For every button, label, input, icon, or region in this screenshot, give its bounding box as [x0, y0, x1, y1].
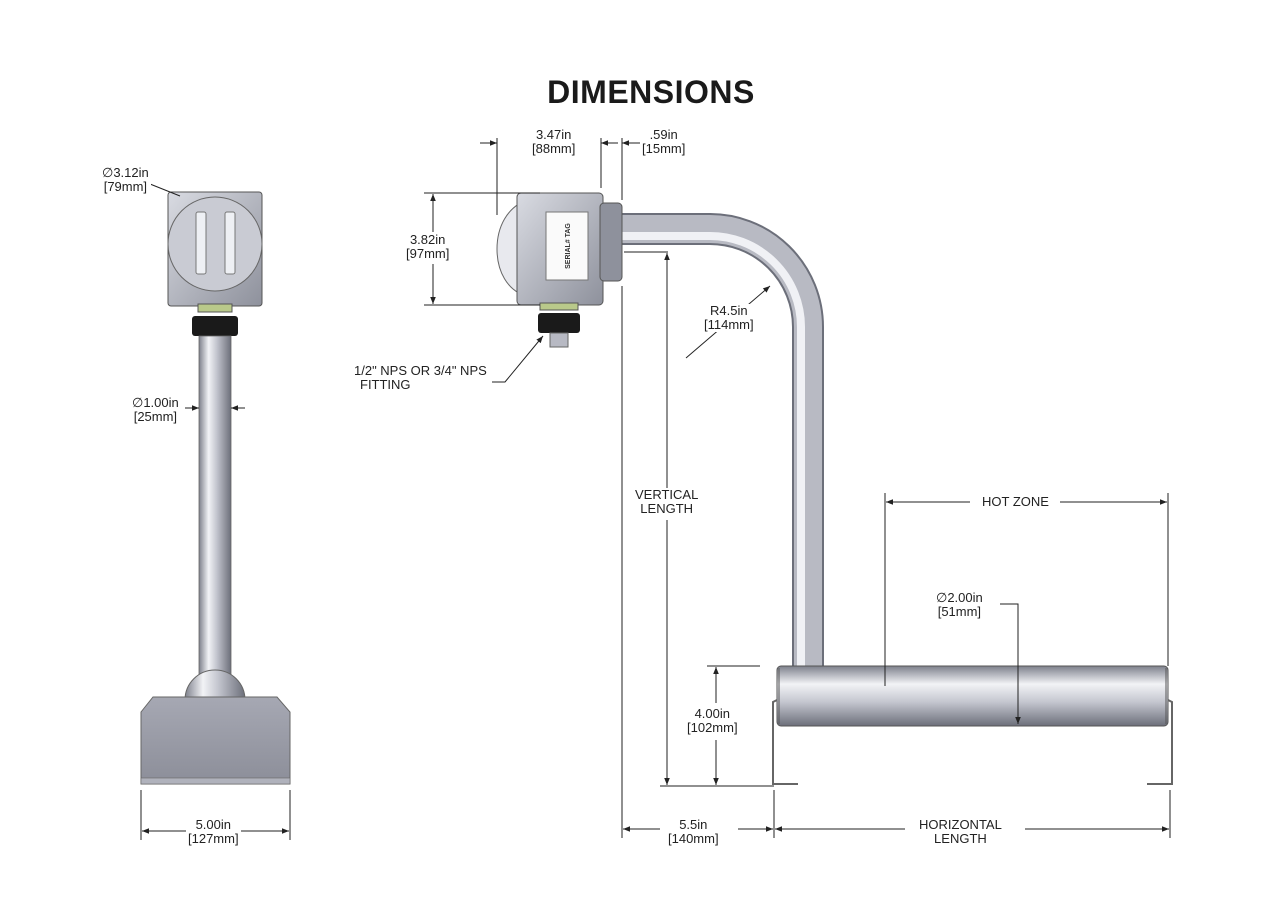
element-diameter-in: ∅2.00in [936, 590, 983, 605]
horizontal-length-line1: HORIZONTAL [919, 817, 1002, 832]
front-base-block [140, 696, 291, 785]
width-in: 5.00in [195, 817, 231, 832]
element-diameter-label: ∅2.00in [51mm] [934, 591, 985, 619]
head-height-mm: [97mm] [406, 246, 450, 261]
bend-radius-in: R4.5in [710, 303, 748, 318]
front-fitting-nut [192, 316, 238, 336]
hot-zone-text: HOT ZONE [982, 494, 1049, 509]
side-bent-tube-highlight [620, 214, 822, 668]
front-head-slot-left [195, 211, 207, 275]
front-head-cap [167, 196, 263, 292]
head-height-label: 3.82in [97mm] [404, 232, 452, 261]
side-horizontal-element [776, 665, 1169, 727]
bend-radius-label: R4.5in [114mm] [702, 304, 756, 332]
side-bent-tube [620, 213, 824, 668]
vertical-length-line2: LENGTH [640, 501, 694, 516]
side-bent-tube-shine [620, 231, 805, 668]
element-height-label: 4.00in [102mm] [685, 707, 740, 735]
fitting-line2: FITTING [360, 377, 411, 392]
side-fitting-stub [549, 332, 569, 348]
front-base-foot [140, 777, 291, 785]
element-diameter-leader [1000, 603, 1021, 724]
collar-depth-in: .59in [649, 127, 678, 142]
head-depth-label: 3.47in [88mm] [530, 127, 578, 156]
side-fitting-nut [538, 313, 580, 333]
head-diameter-in: ∅3.12in [102, 165, 149, 180]
horizontal-length-label: HORIZONTAL LENGTH [917, 818, 1004, 846]
horizontal-length-line2: LENGTH [934, 831, 987, 846]
fitting-leader [492, 335, 544, 383]
head-diameter-mm: [79mm] [103, 179, 148, 194]
head-diameter-leader [149, 183, 181, 197]
element-diameter-mm: [51mm] [937, 604, 982, 619]
bend-radius-mm: [114mm] [704, 317, 754, 332]
vertical-length-label: VERTICAL LENGTH [633, 487, 701, 516]
vertical-length-line1: VERTICAL [635, 487, 699, 502]
offset-mm: [140mm] [668, 831, 719, 846]
offset-label: 5.5in [140mm] [666, 818, 721, 846]
hot-zone-label: HOT ZONE [980, 495, 1051, 509]
front-view [140, 191, 291, 785]
side-bracket-left [772, 699, 798, 785]
fitting-line1: 1/2" NPS OR 3/4" NPS [354, 363, 487, 378]
serial-tag-text: SERIAL# TAG [565, 223, 572, 269]
side-dimensions [424, 138, 1171, 838]
fitting-label: 1/2" NPS OR 3/4" NPS FITTING [352, 364, 489, 392]
side-serial-tag [545, 211, 589, 281]
tube-diameter-in: ∅1.00in [132, 395, 179, 410]
offset-in: 5.5in [679, 817, 708, 832]
head-depth-in: 3.47in [535, 127, 572, 142]
width-label: 5.00in [127mm] [186, 818, 241, 846]
side-collar [599, 202, 623, 282]
element-height-mm: [102mm] [687, 720, 738, 735]
width-mm: [127mm] [188, 831, 239, 846]
side-thread-ring [539, 302, 579, 311]
front-head-slot-right [224, 211, 236, 275]
page-title: DIMENSIONS [547, 74, 755, 110]
element-height-in: 4.00in [694, 706, 730, 721]
head-height-in: 3.82in [409, 232, 446, 247]
front-vertical-tube [198, 335, 232, 677]
tube-diameter-label: ∅1.00in [25mm] [130, 396, 181, 424]
head-diameter-label: ∅3.12in [79mm] [100, 166, 151, 194]
front-tube-endcap [184, 669, 246, 701]
head-depth-mm: [88mm] [532, 141, 576, 156]
tube-diameter-mm: [25mm] [133, 409, 178, 424]
side-bracket-right [1147, 699, 1173, 785]
collar-depth-label: .59in [15mm] [640, 127, 688, 156]
collar-depth-mm: [15mm] [642, 141, 686, 156]
side-view: SERIAL# TAG [496, 192, 1173, 785]
front-thread-ring [197, 303, 233, 313]
